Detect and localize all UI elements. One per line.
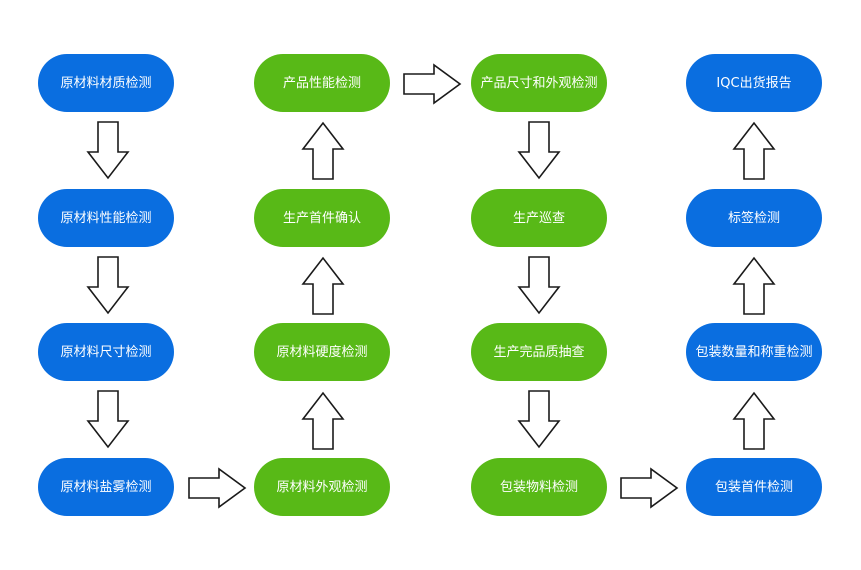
arrow-up-3 [301, 121, 345, 180]
arrow-up-2 [301, 256, 345, 315]
node-packaging-material-check: 包装物料检测 [471, 458, 607, 516]
arrow-up-5 [732, 256, 776, 315]
arrow-up-6 [732, 121, 776, 180]
node-raw-salt-spray-check: 原材料盐雾检测 [38, 458, 174, 516]
node-iqc-shipment-report: IQC出货报告 [686, 54, 822, 112]
node-packaging-first-piece-check: 包装首件检测 [686, 458, 822, 516]
node-packaging-quantity-weight-check: 包装数量和称重检测 [686, 323, 822, 381]
node-raw-performance-check: 原材料性能检测 [38, 189, 174, 247]
arrow-down-6 [517, 390, 561, 449]
arrow-up-4 [732, 391, 776, 450]
node-label-check: 标签检测 [686, 189, 822, 247]
node-raw-dimension-check: 原材料尺寸检测 [38, 323, 174, 381]
node-raw-appearance-check: 原材料外观检测 [254, 458, 390, 516]
arrow-right-3 [620, 467, 679, 509]
node-raw-material-check: 原材料材质检测 [38, 54, 174, 112]
arrow-down-3 [86, 390, 130, 449]
node-raw-hardness-check: 原材料硬度检测 [254, 323, 390, 381]
node-first-piece-confirm: 生产首件确认 [254, 189, 390, 247]
arrow-down-5 [517, 256, 561, 315]
node-product-performance-check: 产品性能检测 [254, 54, 390, 112]
node-product-dimension-appearance-check: 产品尺寸和外观检测 [471, 54, 607, 112]
arrow-down-4 [517, 121, 561, 180]
node-finished-quality-sampling: 生产完品质抽查 [471, 323, 607, 381]
arrow-down-2 [86, 256, 130, 315]
arrow-right-2 [403, 63, 462, 105]
arrow-right-1 [188, 467, 247, 509]
arrow-up-1 [301, 391, 345, 450]
arrow-down-1 [86, 121, 130, 180]
node-production-patrol: 生产巡查 [471, 189, 607, 247]
